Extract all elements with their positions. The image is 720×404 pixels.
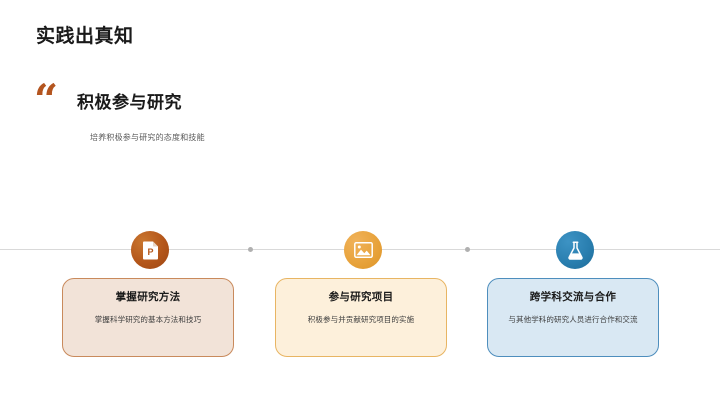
flask-beaker-icon	[567, 240, 584, 260]
quote-subtitle: 培养积极参与研究的态度和技能	[90, 133, 205, 142]
quote-mark-icon: “	[34, 75, 59, 124]
card-title: 参与研究项目	[328, 291, 394, 303]
powerpoint-file-icon: P	[142, 241, 159, 260]
card-description: 掌握科学研究的基本方法和技巧	[94, 315, 202, 324]
timeline-connector-dot	[248, 247, 253, 252]
quote-heading: 积极参与研究	[77, 93, 182, 112]
card-description: 与其他学科的研究人员进行合作和交流	[508, 315, 638, 324]
card-title: 掌握研究方法	[115, 291, 181, 303]
timeline-node-2[interactable]	[344, 231, 382, 269]
card-1[interactable]: 掌握研究方法 掌握科学研究的基本方法和技巧	[62, 278, 234, 357]
card-3[interactable]: 跨学科交流与合作 与其他学科的研究人员进行合作和交流	[487, 278, 659, 357]
timeline-node-1[interactable]: P	[131, 231, 169, 269]
image-picture-icon	[353, 242, 373, 258]
timeline-connector-dot	[465, 247, 470, 252]
page-title: 实践出真知	[36, 26, 134, 47]
timeline-node-3[interactable]	[556, 231, 594, 269]
card-title: 跨学科交流与合作	[529, 291, 617, 303]
svg-text:P: P	[147, 247, 153, 257]
card-description: 积极参与并贡献研究项目的实施	[307, 315, 415, 324]
card-2[interactable]: 参与研究项目 积极参与并贡献研究项目的实施	[275, 278, 447, 357]
